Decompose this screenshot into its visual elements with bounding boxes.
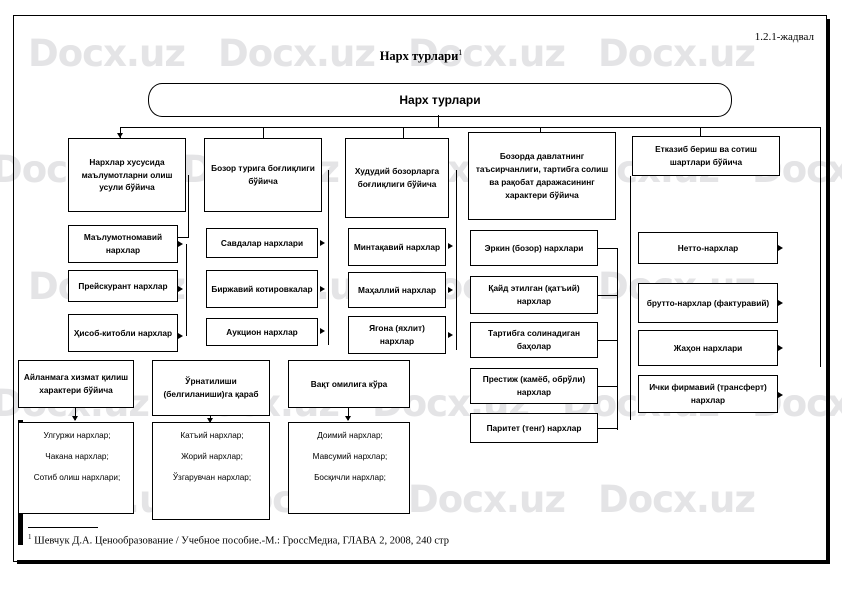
arrow-col1-item-1 [178,241,183,247]
arrow-col3-item-3 [448,332,453,338]
col1-rail-foot [173,237,189,239]
page-border-shadow-right [826,19,830,564]
arrow-col5-item-1 [778,245,783,251]
footnote-marker: 1 [28,533,32,541]
arrow-col5-item-3 [778,345,783,351]
list-item: Катъий нархлар; [180,431,244,440]
col3-rail [456,170,458,350]
list-item: Ўзгарувчан нархлар; [172,473,252,483]
arrow-col2-item-3 [320,328,325,334]
col2-rail [328,170,330,345]
connector-drop-col5 [700,127,702,138]
list-item: Босқичли нархлар; [314,473,386,483]
grp1-list: Улгуржи нархлар; Чакана нархлар; Сотиб о… [18,422,134,514]
arrow-col1-item-3 [178,333,183,339]
col2-item-3: Аукцион нархлар [206,318,318,346]
col3-header: Худудий бозорларга боғлиқлиги бўйича [345,138,449,218]
col4-link-1 [598,248,618,250]
arrow-col2-item-2 [320,286,325,292]
connector-drop-col2 [263,127,265,138]
master-node: Нарх турлари [148,83,732,117]
list-item: Улгуржи нархлар; [43,431,111,440]
arrow-col3-item-1 [448,243,453,249]
list-item: Жорий нархлар; [181,452,243,462]
table-number: 1.2.1-жадвал [754,31,814,43]
arrow-down-grp3 [345,416,351,421]
col4-item-2: Қайд этилган (қатъий) нархлар [470,276,598,314]
col4-header: Бозорда давлатнинг таъсирчанлиги, тартиб… [468,132,616,220]
list-item: Мавсумий нархлар; [312,452,388,462]
list-item: Сотиб олиш нархлари; [33,473,121,483]
page-title-text: Нарх турлари [379,49,459,64]
page-title: Нарх турлари1 [0,48,842,64]
col5-item-3: Жаҳон нархлари [638,330,778,366]
col1-item-3: Ҳисоб-китобли нархлар [68,314,178,352]
list-item: Чакана нархлар; [45,452,109,462]
connector-grp1 [75,408,77,420]
col5-rail [630,176,632,420]
grp3-list: Доимий нархлар; Мавсумий нархлар; Босқич… [288,422,410,514]
connector-master-down [438,115,440,128]
col5-header: Етказиб бериш ва сотиш шартлари бўйича [632,136,780,176]
col1-item-2: Прейскурант нархлар [68,270,178,302]
col4-item-5: Паритет (тенг) нархлар [470,413,598,443]
footnote-rule [28,527,98,528]
col5-item-1: Нетто-нархлар [638,232,778,264]
col1-header: Нархлар хусусида маълумотларни олиш усул… [68,138,186,212]
col1-item-rail [186,244,188,336]
arrow-down-grp2 [207,418,213,423]
col3-item-1: Минтақавий нархлар [348,228,446,266]
col2-item-2: Биржавий котировкалар [206,270,318,308]
col4-item-1: Эркин (бозор) нархлари [470,230,598,266]
arrow-col2-item-1 [320,240,325,246]
col1-item-1: Маълумотномавий нархлар [68,225,178,263]
connector-right-rail [820,127,822,367]
title-footnote-marker: 1 [458,48,463,57]
connector-distribution-bar [120,127,820,129]
connector-grp3 [348,408,350,420]
col4-item-3: Тартибга солинадиган баҳолар [470,322,598,358]
grp2-header: Ўрнатилиши (белгиланиши)га қараб [152,360,270,416]
col4-item-4: Престиж (камёб, обрўли) нархлар [470,368,598,404]
col2-item-1: Савдалар нархлари [206,228,318,258]
col2-header: Бозор турига боғлиқлиги бўйича [204,138,322,212]
arrow-col1-item-2 [178,286,183,292]
col1-rail [188,175,190,237]
grp1-header: Айланмага хизмат қилиш характери бўйича [18,360,134,408]
footnote-text: Шевчук Д.А. Ценообразование / Учебное по… [34,535,449,547]
arrow-down-grp1 [72,416,78,421]
arrow-col3-item-2 [448,287,453,293]
list-item: Доимий нархлар; [317,431,383,440]
arrow-col5-item-2 [778,300,783,306]
col4-rail [617,248,619,430]
col4-link-3 [598,340,618,342]
arrow-down-col1 [117,133,123,138]
col4-link-4 [598,386,618,388]
arrow-col5-item-4 [778,392,783,398]
col4-link-5 [598,428,618,430]
footnote: 1 Шевчук Д.А. Ценообразование / Учебное … [28,533,449,547]
grp2-list: Катъий нархлар; Жорий нархлар; Ўзгарувча… [152,422,270,520]
col3-item-2: Маҳаллий нархлар [348,272,446,308]
col3-item-3: Ягона (яхлит) нархлар [348,316,446,354]
page-border-shadow-bottom [17,560,830,564]
col4-link-2 [598,295,618,297]
grp3-header: Вақт омилига кўра [288,360,410,408]
connector-drop-col3 [403,127,405,138]
connector-drop-col1 [120,127,122,138]
col5-item-2: брутто-нархлар (фактуравий) [638,283,778,323]
col5-item-4: Ички фирмавий (трансферт) нархлар [638,375,778,413]
